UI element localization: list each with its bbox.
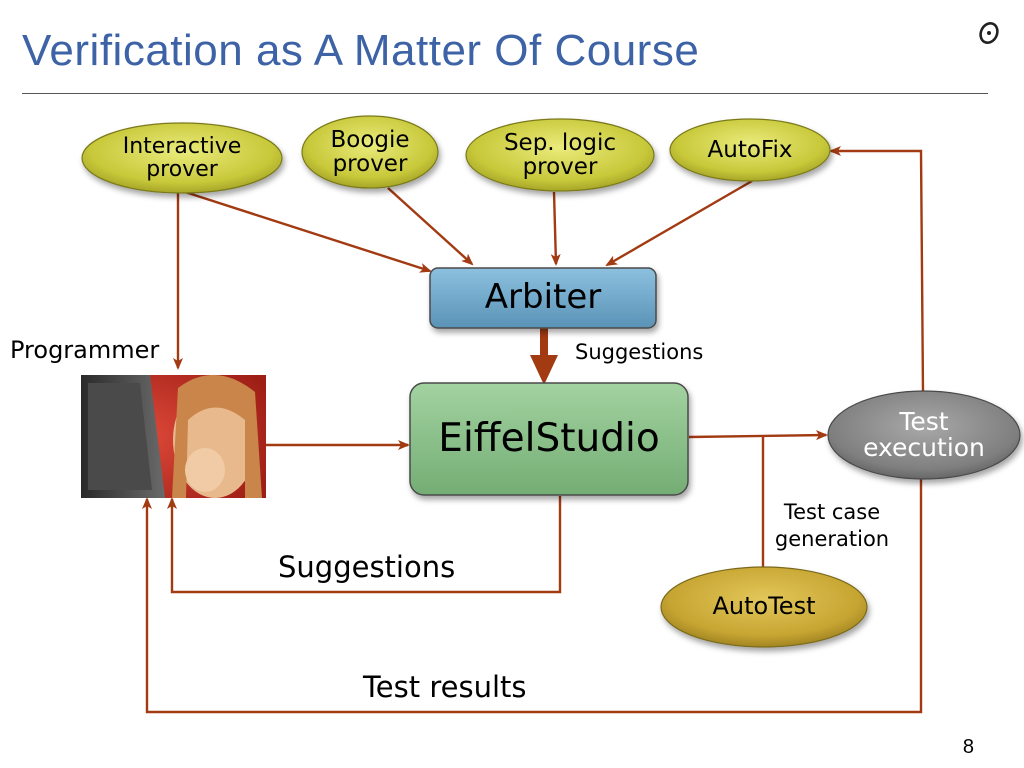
arrow-interactive-to-arbiter bbox=[184, 190, 432, 273]
node-test-execution bbox=[827, 390, 1021, 480]
slide-title: Verification as A Matter Of Course bbox=[22, 26, 700, 75]
arrow-eiffelstudio-to-test-execution bbox=[688, 430, 828, 441]
node-autofix-label: AutoFix bbox=[707, 136, 793, 163]
arbiter-suggestions-label: Suggestions bbox=[575, 340, 704, 364]
node-autofix bbox=[669, 118, 831, 182]
node-interactive-prover-label: Interactive prover bbox=[122, 133, 242, 182]
eiffel-logo-icon bbox=[979, 22, 999, 44]
node-eiffelstudio-label: EiffelStudio bbox=[438, 415, 660, 461]
eiffel-suggestions-label: Suggestions bbox=[278, 550, 456, 584]
node-boogie-prover-label: Boogie prover bbox=[330, 126, 410, 177]
node-boogie-prover bbox=[301, 115, 439, 189]
node-autotest-label: AutoTest bbox=[712, 592, 816, 621]
programmer-label: Programmer bbox=[10, 336, 160, 364]
node-arbiter-label: Arbiter bbox=[484, 277, 602, 318]
arrow-test-execution-to-autofix bbox=[829, 146, 925, 394]
node-sep-logic-prover bbox=[465, 118, 655, 192]
node-arbiter bbox=[429, 267, 657, 329]
programmer-photo bbox=[81, 374, 266, 498]
page-number: 8 bbox=[962, 736, 974, 758]
node-eiffelstudio bbox=[409, 382, 689, 496]
node-sep-logic-prover-label: Sep. logic prover bbox=[503, 129, 617, 180]
arrow-autofix-to-arbiter bbox=[605, 179, 753, 267]
arrow-test-results-to-programmer bbox=[142, 478, 923, 714]
arrow-eiffelstudio-suggestions-to-programmer bbox=[167, 496, 562, 594]
title-divider bbox=[22, 93, 988, 94]
arrow-seplogic-to-arbiter bbox=[550, 191, 561, 266]
node-interactive-prover bbox=[81, 122, 283, 194]
arrow-boogie-to-arbiter bbox=[387, 187, 474, 266]
test-results-label: Test results bbox=[363, 670, 527, 704]
node-test-execution-label: Test execution bbox=[863, 406, 985, 462]
node-autotest bbox=[660, 566, 868, 648]
test-case-generation-label: Test case generation bbox=[774, 500, 890, 552]
